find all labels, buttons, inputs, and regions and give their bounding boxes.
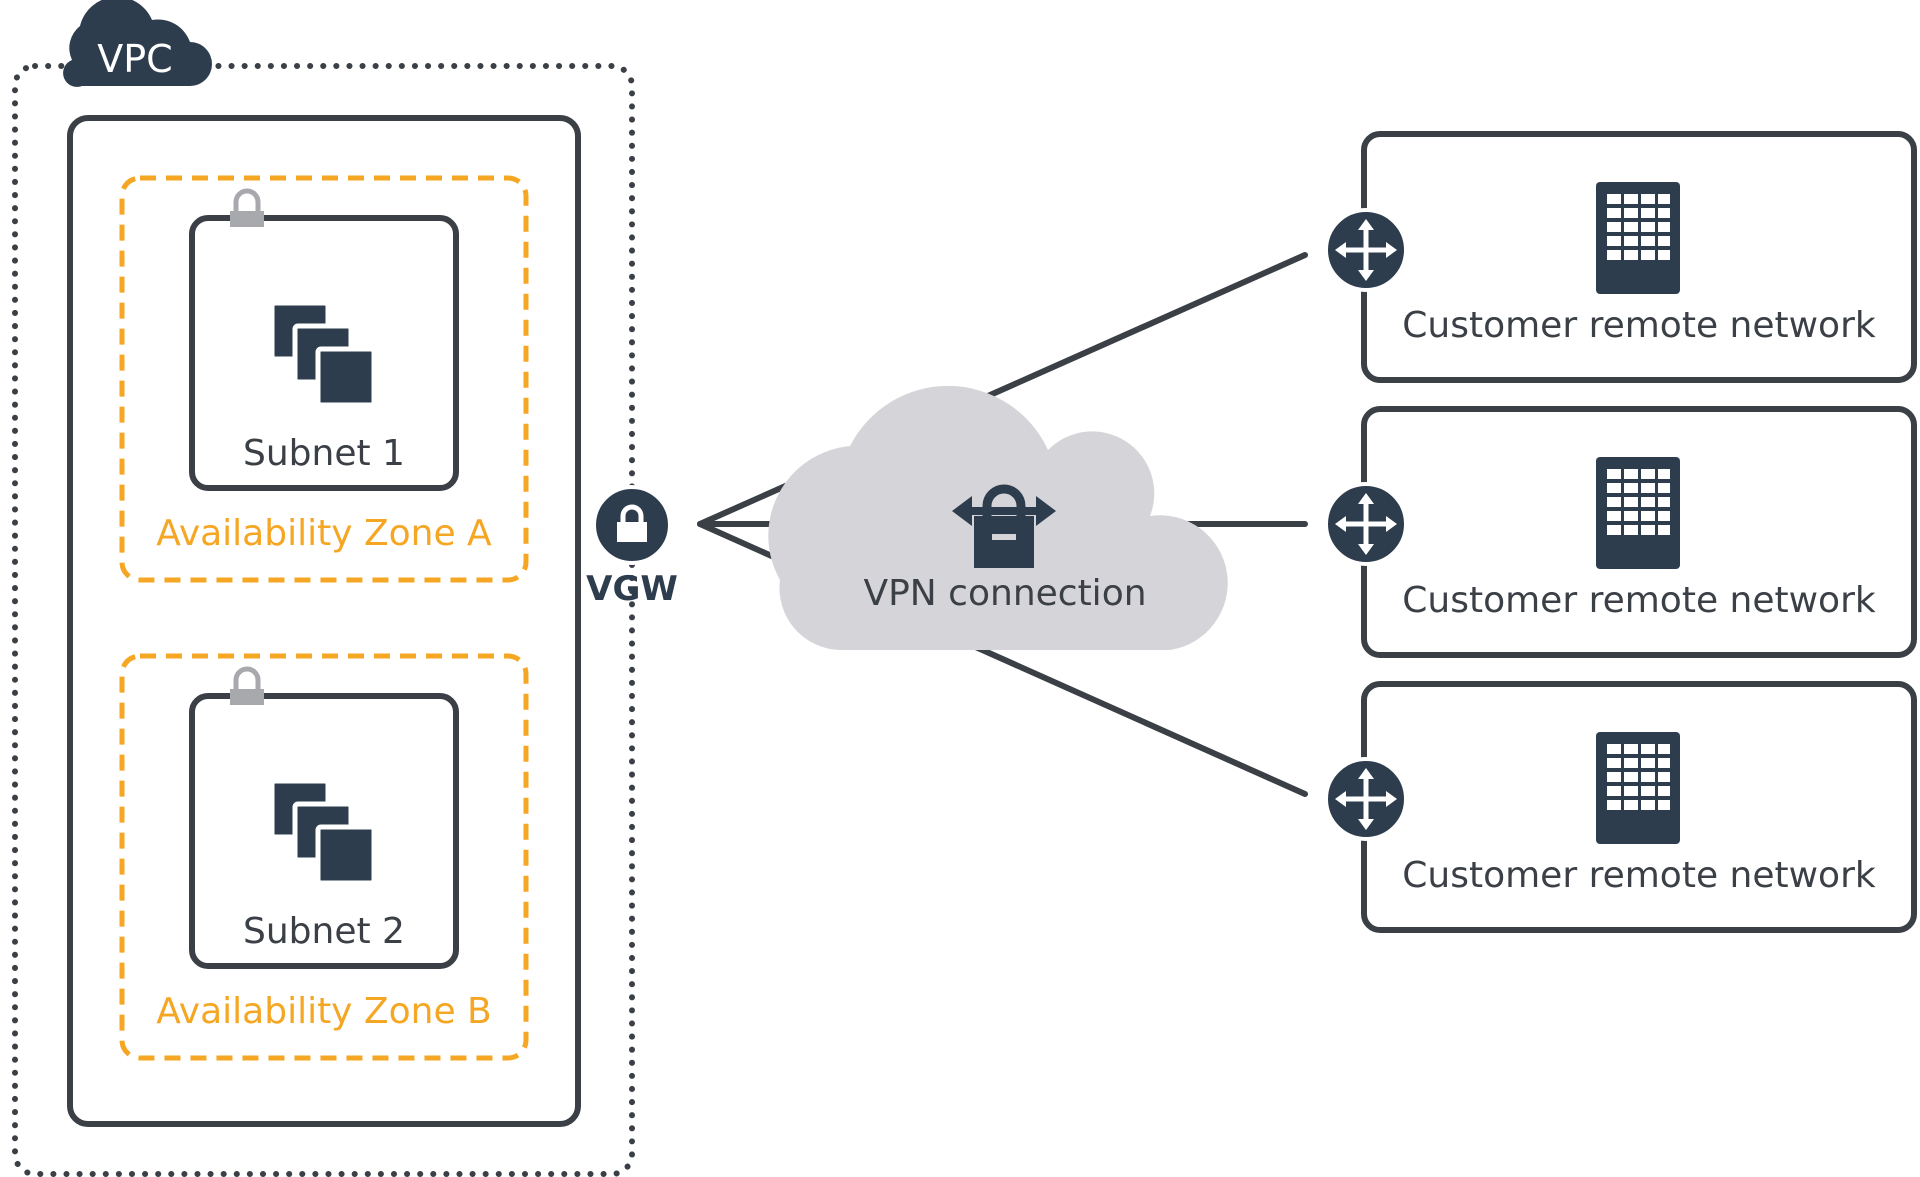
vpc-boundary — [12, 63, 635, 1177]
datacenter-icon — [1596, 732, 1680, 844]
availability-zone-b: Subnet 2 Availability Zone B — [119, 653, 529, 1061]
zone-b-label: Availability Zone B — [156, 991, 491, 1032]
datacenter-icon — [1596, 457, 1680, 569]
datacenter-icon — [1596, 182, 1680, 294]
vpc-label: VPC — [97, 37, 172, 81]
router-icon — [1324, 757, 1408, 841]
vpc-cloud-icon: VPC — [63, 0, 212, 87]
instances-stack-icon — [269, 300, 377, 408]
padlock-icon — [230, 666, 264, 705]
customer-network-label: Customer remote network — [1402, 580, 1876, 621]
vgw-label: VGW — [586, 569, 678, 609]
vpn-label: VPN connection — [863, 573, 1146, 614]
router-icon — [1324, 482, 1408, 566]
customer-network-label: Customer remote network — [1402, 855, 1876, 896]
zone-a-border — [119, 175, 529, 583]
customer-network-1: Customer remote network — [1324, 131, 1917, 383]
customer-network-3: Customer remote network — [1324, 681, 1917, 933]
zone-b-border — [119, 653, 529, 1061]
zone-a-label: Availability Zone A — [156, 513, 492, 554]
subnet-1-label: Subnet 1 — [243, 433, 405, 474]
customer-network-2: Customer remote network — [1324, 406, 1917, 658]
subnet-2-label: Subnet 2 — [243, 911, 405, 952]
availability-zone-a: Subnet 1 Availability Zone A — [119, 175, 529, 583]
router-icon — [1324, 208, 1408, 292]
instances-stack-icon — [269, 778, 377, 886]
customer-network-label: Customer remote network — [1402, 305, 1876, 346]
vpn-cloud: VPN connection — [768, 385, 1228, 650]
padlock-icon — [230, 188, 264, 227]
lock-arrows-icon — [952, 484, 1056, 568]
vgw-gateway: VGW — [586, 485, 678, 609]
